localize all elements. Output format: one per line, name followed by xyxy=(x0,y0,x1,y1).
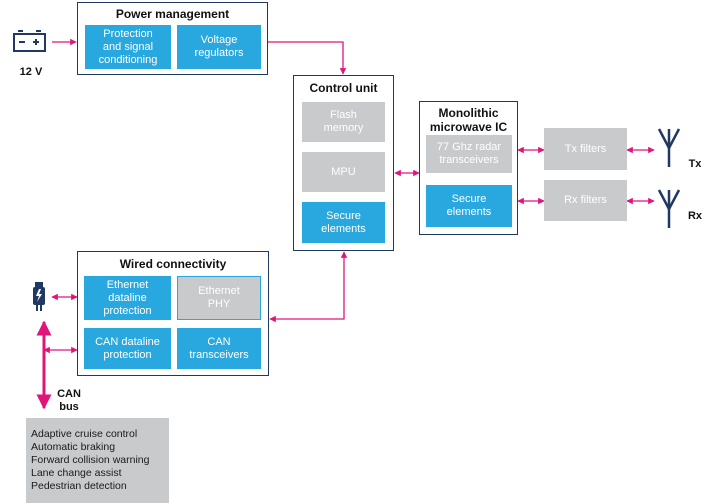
wired-connectivity-group: Wired connectivity Ethernet dataline pro… xyxy=(77,251,269,376)
mmic-group: Monolithic microwave IC 77 Ghz radar tra… xyxy=(419,101,518,235)
rx-antenna-icon xyxy=(657,189,681,228)
control-unit-group: Control unit Flash memory MPU Secure ele… xyxy=(293,75,394,251)
radar-transceivers-block: 77 Ghz radar transceivers xyxy=(426,135,512,173)
can-bus-label: CAN bus xyxy=(57,388,81,413)
rx-filters-block: Rx filters xyxy=(544,180,627,221)
can-transceivers-block: CAN transceivers xyxy=(177,328,261,369)
control-unit-title: Control unit xyxy=(309,81,378,95)
flash-memory-block: Flash memory xyxy=(302,102,385,142)
tx-antenna-icon xyxy=(657,128,681,167)
rx-antenna-label: Rx xyxy=(687,210,703,222)
tx-filters-block: Tx filters xyxy=(544,128,627,170)
use-case-item: Adaptive cruise control xyxy=(31,428,138,440)
use-case-item: Forward collision warning xyxy=(31,454,150,466)
wired-control-arrow xyxy=(269,251,348,323)
power-management-title: Power management xyxy=(115,7,230,21)
control-secure-elements-block: Secure elements xyxy=(302,202,385,243)
ethernet-dataline-protection-block: Ethernet dataline protection xyxy=(84,276,171,320)
use-case-item: Lane change assist xyxy=(31,467,122,479)
voltage-regulators-block: Voltage regulators xyxy=(177,25,261,69)
battery-icon xyxy=(13,30,46,52)
connector-plug-icon xyxy=(33,282,45,311)
use-case-item: Automatic braking xyxy=(31,441,116,453)
power-management-group: Power management Protection and signal c… xyxy=(77,2,268,75)
mmic-secure-elements-block: Secure elements xyxy=(426,185,512,227)
mmic-title: Monolithic microwave IC xyxy=(429,106,508,134)
mpu-block: MPU xyxy=(302,152,385,192)
ethernet-phy-block: Ethernet PHY xyxy=(177,276,261,320)
can-dataline-protection-block: CAN dataline protection xyxy=(84,328,171,369)
battery-voltage-label: 12 V xyxy=(19,66,43,78)
protection-conditioning-block: Protection and signal conditioning xyxy=(85,25,171,69)
power-to-control-arrow xyxy=(268,41,347,75)
use-cases-panel: Adaptive cruise control Automatic brakin… xyxy=(26,418,169,503)
use-case-item: Pedestrian detection xyxy=(31,480,127,492)
wired-connectivity-title: Wired connectivity xyxy=(119,257,227,271)
tx-antenna-label: Tx xyxy=(688,158,702,170)
